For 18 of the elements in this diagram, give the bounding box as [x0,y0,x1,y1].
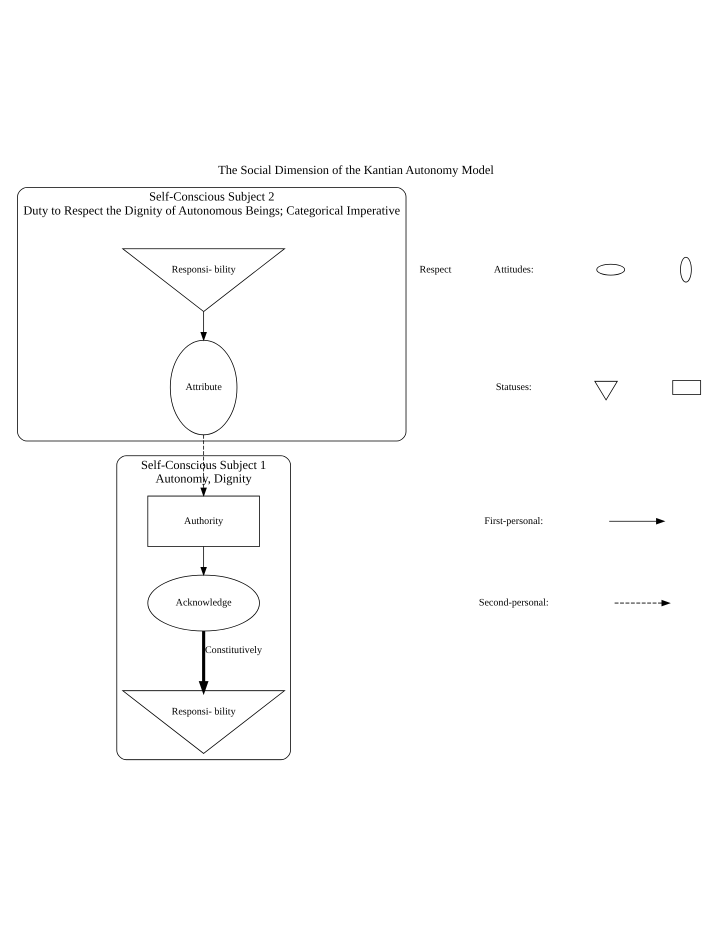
node-ellipse: Attribute [170,340,238,436]
arrow [200,434,207,497]
node-box: Authority [147,496,260,547]
node-ellipse: Acknowledge [147,574,260,632]
node-ellipse [596,264,626,276]
arrow [198,631,209,696]
legend-label: Second-personal: [478,598,549,609]
node-triangle [594,380,618,401]
arrow [200,311,207,342]
arrow [200,546,207,576]
legend-label: Attitudes: [494,264,534,276]
label: Respect [420,264,452,276]
legend-label: Statuses: [496,382,532,394]
node-ellipse [680,256,692,282]
node-box [672,380,702,395]
diagram-title: The Social Dimension of the Kantian Autonomy Model [218,163,494,178]
legend-label: First-personal: [484,516,544,527]
edge-label: Constitutively [204,645,262,656]
